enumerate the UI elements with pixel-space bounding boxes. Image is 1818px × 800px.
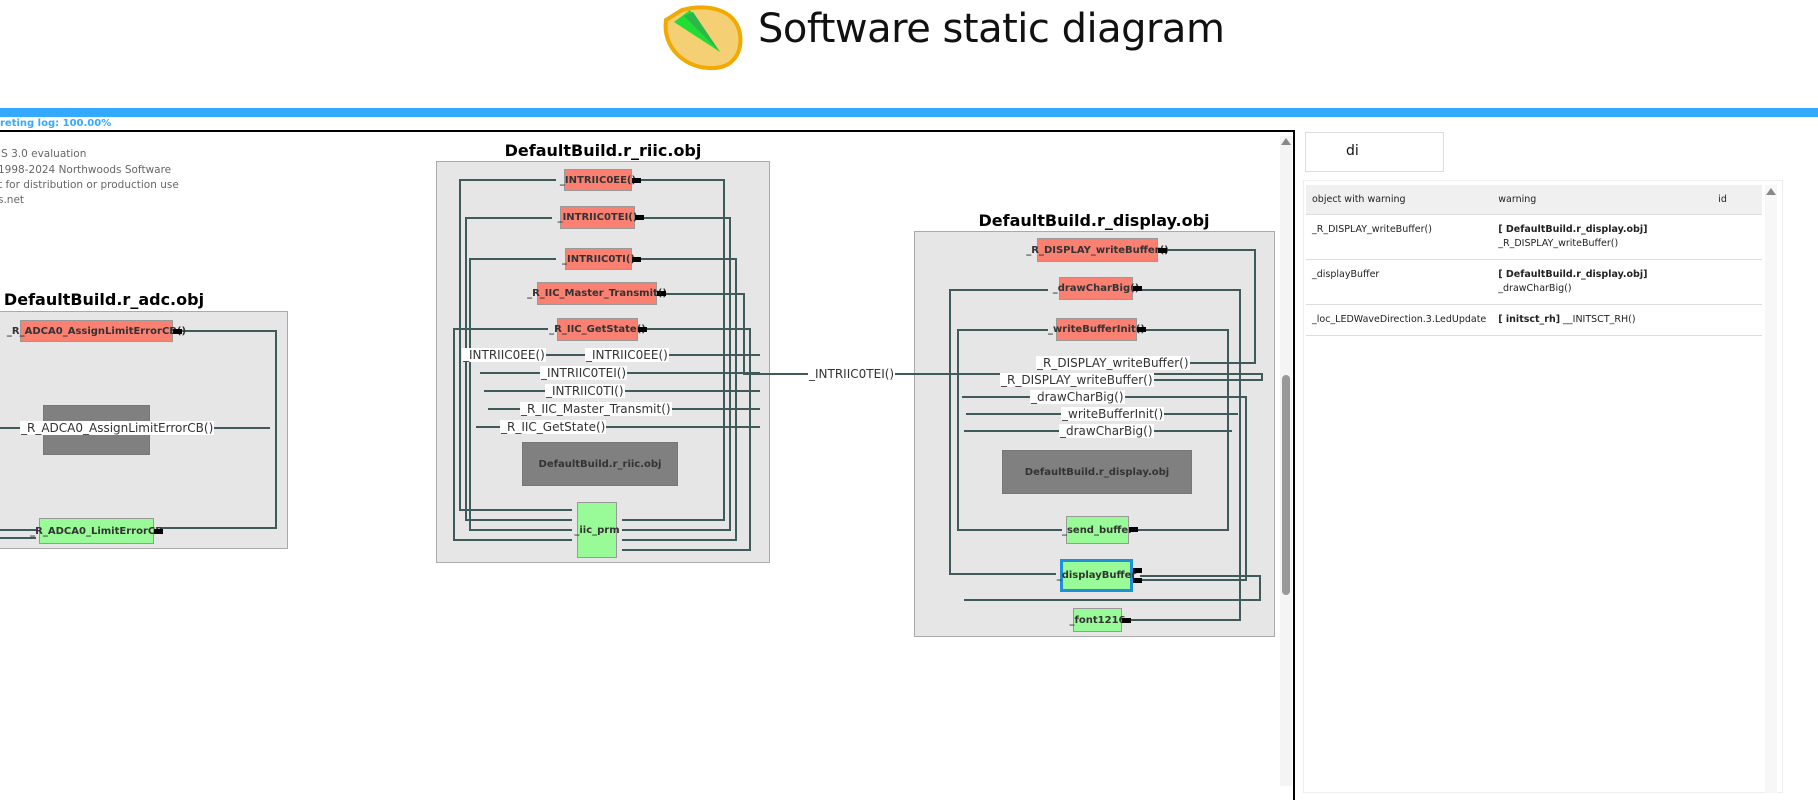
warning-target: _drawCharBig() bbox=[1498, 282, 1572, 294]
node-r-adca0-limiterrorcb[interactable]: _R_ADCA0_LimitErrorCB bbox=[30, 518, 163, 544]
node-displaybuffer-selected[interactable]: _displayBuffer bbox=[1057, 559, 1136, 592]
collapsed-group-node-r-display[interactable]: DefaultBuild.r_display.obj bbox=[1002, 450, 1192, 494]
edge-label: _R_DISPLAY_writeBuffer() bbox=[1036, 356, 1190, 370]
column-header-warning[interactable]: warning bbox=[1492, 185, 1713, 215]
edge-label: _R_IIC_Master_Transmit() bbox=[520, 402, 672, 416]
cell-warning: [ DefaultBuild.r_display.obj] _drawCharB… bbox=[1492, 259, 1713, 305]
cell-object: _displayBuffer bbox=[1306, 259, 1493, 305]
cell-id bbox=[1712, 259, 1762, 305]
scroll-up-icon[interactable] bbox=[1281, 138, 1291, 145]
port bbox=[1133, 286, 1142, 291]
progress-label: reting log: 100.00% bbox=[0, 118, 112, 129]
node-r-iic-getstate[interactable]: _R_IIC_GetState() bbox=[549, 318, 646, 341]
node-writebufferinit[interactable]: _writeBufferInit() bbox=[1048, 318, 1145, 341]
node-r-iic-master-transmit[interactable]: _R_IIC_Master_Transmit() bbox=[527, 282, 667, 305]
port bbox=[1133, 568, 1142, 573]
warning-target: __INITSCT_RH() bbox=[1563, 313, 1636, 325]
lemon-logo-icon bbox=[663, 5, 743, 71]
node-r-adca0-assignlimiterrorcb[interactable]: _R_ADCA0_AssignLimitErrorCB() bbox=[7, 320, 186, 342]
port bbox=[1133, 578, 1142, 583]
edge-label: _drawCharBig() bbox=[1059, 424, 1154, 438]
warnings-table: object with warning warning id _R_DISPLA… bbox=[1306, 185, 1762, 336]
port bbox=[657, 291, 666, 296]
port bbox=[173, 329, 182, 334]
node-intriic0ti[interactable]: _INTRIIC0TI() bbox=[562, 248, 635, 270]
node-send-buffer[interactable]: _send_buffer bbox=[1062, 516, 1133, 544]
node-iic-prm[interactable]: _iic_prm bbox=[574, 502, 620, 558]
edge-label: _INTRIIC0TEI() bbox=[540, 366, 628, 380]
port bbox=[1129, 527, 1138, 532]
cell-warning: [ initsct_rh] __INITSCT_RH() bbox=[1492, 304, 1713, 336]
port bbox=[1122, 618, 1131, 623]
warning-scope: [ initsct_rh] bbox=[1498, 313, 1561, 325]
edge-label: _R_IIC_GetState() bbox=[500, 420, 607, 434]
progress-bar bbox=[0, 108, 1818, 117]
diagram-canvas[interactable]: JS 3.0 evaluation 1998-2024 Northwoods S… bbox=[0, 130, 1295, 800]
edge-label: _drawCharBig() bbox=[1030, 390, 1125, 404]
column-header-object[interactable]: object with warning bbox=[1306, 185, 1493, 215]
group-title-r-riic: DefaultBuild.r_riic.obj bbox=[504, 141, 702, 160]
node-font1216[interactable]: _font1216 bbox=[1070, 608, 1125, 632]
port bbox=[638, 327, 647, 332]
port bbox=[154, 529, 163, 534]
cell-id bbox=[1712, 304, 1762, 336]
column-header-id[interactable]: id bbox=[1712, 185, 1762, 215]
group-title-r-display: DefaultBuild.r_display.obj bbox=[978, 211, 1210, 230]
search-input[interactable]: di bbox=[1305, 132, 1444, 172]
port bbox=[1137, 327, 1146, 332]
warning-scope: [ DefaultBuild.r_display.obj] bbox=[1498, 223, 1648, 235]
node-intriic0tei[interactable]: _INTRIIC0TEI() bbox=[558, 206, 637, 229]
cell-id bbox=[1712, 214, 1762, 260]
port bbox=[632, 257, 641, 262]
edge-label: _R_DISPLAY_writeBuffer() bbox=[1000, 373, 1154, 387]
warning-target: _R_DISPLAY_writeBuffer() bbox=[1498, 237, 1619, 249]
node-r-display-writebuffer[interactable]: _R_DISPLAY_writeBuffer() bbox=[1026, 238, 1169, 262]
node-drawcharbig[interactable]: _drawCharBig() bbox=[1053, 277, 1139, 300]
edge-label: _writeBufferInit() bbox=[1061, 407, 1165, 421]
cell-warning: [ DefaultBuild.r_display.obj] _R_DISPLAY_… bbox=[1492, 214, 1713, 260]
edge-label-cross-group: _INTRIIC0TEI() bbox=[808, 367, 896, 381]
node-intriic0ee[interactable]: _INTRIIC0EE() bbox=[560, 169, 636, 191]
watermark-line: t for distribution or production use bbox=[0, 179, 179, 191]
port bbox=[635, 215, 644, 220]
table-row[interactable]: _loc_LEDWaveDirection.3.LedUpdate [ init… bbox=[1306, 304, 1762, 336]
cell-object: _loc_LEDWaveDirection.3.LedUpdate bbox=[1306, 304, 1493, 336]
scroll-up-icon[interactable] bbox=[1766, 188, 1776, 195]
port bbox=[1158, 248, 1167, 253]
collapsed-group-node-r-riic[interactable]: DefaultBuild.r_riic.obj bbox=[522, 442, 678, 486]
warning-scope: [ DefaultBuild.r_display.obj] bbox=[1498, 268, 1648, 280]
watermark-line: s.net bbox=[0, 194, 25, 206]
table-row[interactable]: _R_DISPLAY_writeBuffer() [ DefaultBuild.… bbox=[1306, 214, 1762, 260]
edge-label: _INTRIIC0EE() bbox=[585, 348, 669, 362]
cell-object: _R_DISPLAY_writeBuffer() bbox=[1306, 214, 1493, 260]
page-title: Software static diagram bbox=[758, 6, 1225, 52]
group-title-r-adc: DefaultBuild.r_adc.obj bbox=[3, 290, 205, 309]
port bbox=[632, 178, 641, 183]
table-row[interactable]: _displayBuffer [ DefaultBuild.r_display.… bbox=[1306, 259, 1762, 305]
edge-label: _INTRIIC0EE() bbox=[462, 348, 546, 362]
edge-label: _INTRIIC0TI() bbox=[545, 384, 625, 398]
watermark-line: JS 3.0 evaluation bbox=[0, 148, 87, 160]
table-scrollbar[interactable] bbox=[1765, 185, 1777, 793]
diagram-scroll-thumb[interactable] bbox=[1282, 375, 1290, 595]
watermark-line: 1998-2024 Northwoods Software bbox=[0, 164, 172, 176]
edge-label: _R_ADCA0_AssignLimitErrorCB() bbox=[20, 421, 215, 435]
